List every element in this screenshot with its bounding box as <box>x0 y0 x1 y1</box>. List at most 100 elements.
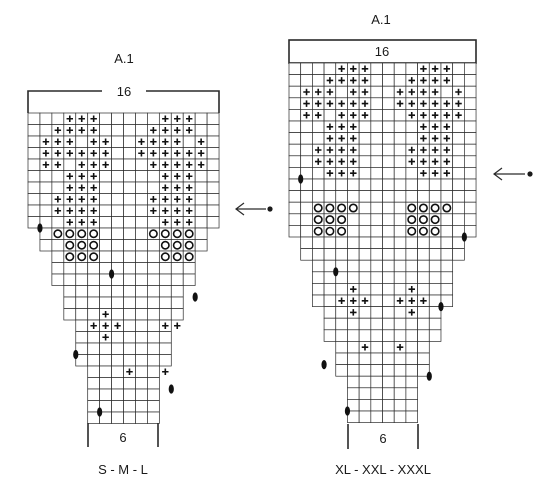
grid-cell <box>358 364 372 377</box>
grid-cell <box>147 400 160 413</box>
cross-stitch-icon <box>66 207 74 214</box>
grid-cell <box>51 250 65 263</box>
grid-cell <box>194 112 208 125</box>
circle-stitch-icon <box>337 203 347 213</box>
chart-right-title: A.1 <box>371 12 391 27</box>
cross-stitch-icon <box>162 127 169 134</box>
grid-cell <box>393 364 407 377</box>
grid-cell <box>75 273 89 286</box>
grid-cell <box>312 259 325 273</box>
grid-cell <box>312 120 325 133</box>
cross-stitch-icon <box>162 207 169 214</box>
cross-stitch-icon <box>174 127 181 134</box>
grid-cell <box>370 201 383 215</box>
grid-cell <box>147 365 160 378</box>
grid-cell <box>358 236 372 249</box>
cross-stitch-icon <box>162 322 169 329</box>
cross-stitch-icon <box>350 146 357 154</box>
cross-stitch-icon <box>174 322 181 329</box>
grid-cell <box>75 262 89 275</box>
grid-cell <box>464 178 477 191</box>
grid-cell <box>87 354 100 367</box>
arrow-left-dot-icon <box>235 202 273 216</box>
grid-cell <box>158 262 172 275</box>
grid-cell <box>312 74 325 87</box>
grid-cell <box>75 319 89 332</box>
grid-cell <box>382 341 395 354</box>
circle-stitch-icon <box>418 226 428 236</box>
grid-cell <box>111 377 124 390</box>
arrow-left-dot-icon <box>493 167 533 181</box>
circle-stitch-icon <box>442 203 452 213</box>
grid-cell <box>347 178 360 191</box>
grid-cell <box>206 158 220 171</box>
grid-cell <box>123 239 136 252</box>
cross-stitch-icon <box>396 100 404 107</box>
circle-stitch-icon <box>89 252 99 262</box>
cross-stitch-icon <box>420 297 427 305</box>
grid-cell <box>123 285 136 298</box>
grid-cell <box>382 271 395 284</box>
grid-cell <box>464 167 477 180</box>
cross-stitch-icon <box>185 173 193 180</box>
grid-cell <box>27 170 41 183</box>
grid-cell <box>99 181 112 194</box>
grid-cell <box>464 201 477 215</box>
cross-stitch-icon <box>78 184 85 191</box>
cross-stitch-icon <box>443 77 451 84</box>
cross-stitch-icon <box>78 127 85 134</box>
grid-cell <box>370 399 383 412</box>
grid-cell <box>358 271 372 284</box>
grid-cell <box>370 85 383 99</box>
cross-stitch-icon <box>361 343 369 351</box>
grid-cell <box>111 170 124 183</box>
cross-stitch-icon <box>54 150 62 157</box>
grid-cell <box>370 62 383 75</box>
grid-cell <box>382 283 395 296</box>
grid-cell <box>347 190 360 203</box>
grid-cell <box>123 296 136 309</box>
cross-stitch-icon <box>420 169 427 177</box>
grid-cell <box>170 308 184 321</box>
cross-stitch-icon <box>408 285 415 293</box>
grid-cell <box>440 271 454 284</box>
grid-cell <box>382 329 395 342</box>
circle-stitch-icon <box>160 252 170 262</box>
grid-cell <box>382 248 395 261</box>
grid-cell <box>123 262 136 275</box>
grid-cell <box>39 204 53 217</box>
cross-stitch-icon <box>102 311 109 318</box>
grid-cell <box>135 239 148 252</box>
cross-stitch-icon <box>102 161 109 168</box>
grid-cell <box>464 109 477 122</box>
circle-stitch-icon <box>430 203 440 213</box>
grid-cell <box>288 132 302 145</box>
grid-cell <box>300 213 313 226</box>
cross-stitch-icon <box>78 207 85 214</box>
cross-stitch-icon <box>361 77 369 84</box>
cross-stitch-icon <box>338 77 345 84</box>
grid-cell <box>440 248 454 261</box>
cross-stitch-icon <box>338 65 345 73</box>
grid-cell <box>323 248 337 261</box>
grid-cell <box>51 112 65 125</box>
grid-cell <box>405 190 418 203</box>
grid-cell <box>370 364 383 377</box>
grid-cell <box>382 213 395 226</box>
grid-cell <box>358 399 372 412</box>
oval-stitch-icon <box>461 232 467 242</box>
grid-cell <box>300 132 313 145</box>
grid-cell <box>312 294 325 307</box>
grid-cell <box>111 331 124 344</box>
cross-stitch-icon <box>431 77 439 84</box>
circle-stitch-icon <box>430 215 440 225</box>
cross-stitch-icon <box>361 65 369 73</box>
cross-stitch-icon <box>162 173 169 180</box>
grid-cell <box>312 178 325 191</box>
grid-cell <box>382 399 395 412</box>
grid-cell <box>335 178 348 191</box>
grid-cell <box>370 213 383 226</box>
grid-cell <box>393 410 407 423</box>
grid-cell <box>300 201 313 215</box>
cross-stitch-icon <box>326 100 334 107</box>
